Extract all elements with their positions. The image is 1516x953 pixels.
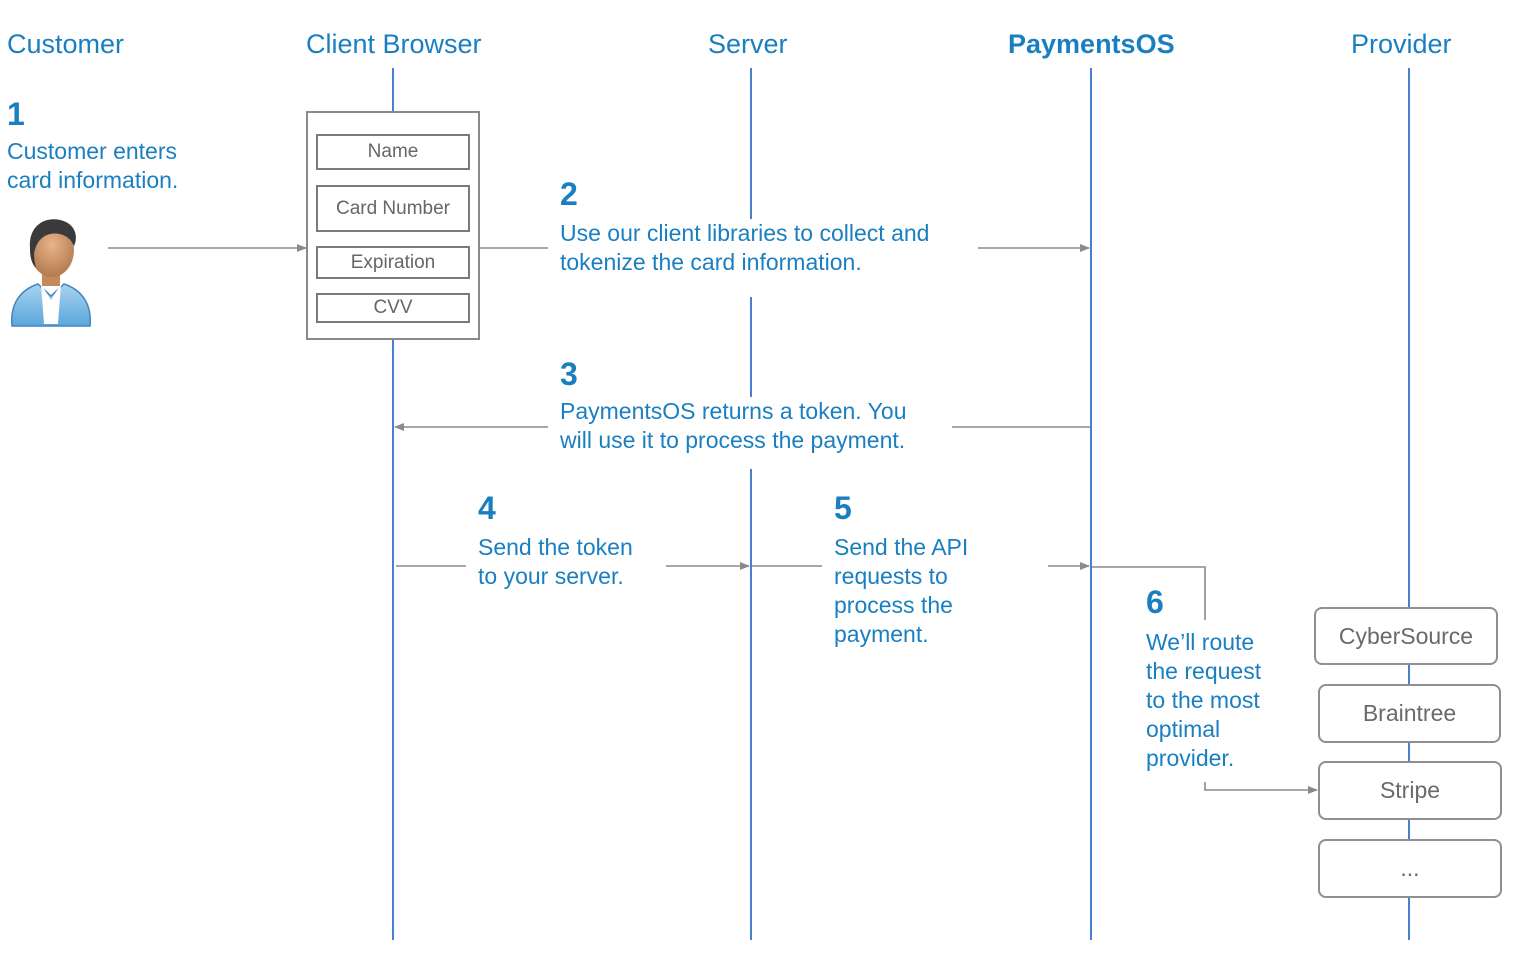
step-2-number: 2 [560,176,578,212]
expiration-field[interactable]: Expiration [316,246,470,279]
step-3-number: 3 [560,356,578,392]
step-5-text: Send the API requests to process the pay… [834,534,969,647]
header-client-browser: Client Browser [306,29,482,59]
provider-cybersource-box: CyberSource [1314,607,1498,665]
cvv-field[interactable]: CVV [316,293,470,323]
step-6-number: 6 [1146,584,1164,620]
card-number-field[interactable]: Card Number [316,185,470,232]
step-2-text: Use our client libraries to collect and … [560,219,960,297]
step-5-number: 5 [834,490,852,526]
header-customer: Customer [7,29,125,59]
lifeline-paymentsos [1090,68,1092,940]
lifeline-server [750,68,752,940]
step-6-text: We’ll route the request to the most opti… [1146,628,1266,773]
provider-braintree-box: Braintree [1318,684,1501,743]
step-1-text: Customer enters card information. [7,138,179,193]
step-1-number: 1 [7,96,25,132]
provider-stripe-box: Stripe [1318,761,1502,820]
header-provider: Provider [1351,29,1452,59]
lifeline-provider [1408,68,1410,940]
name-field[interactable]: Name [316,134,470,170]
lifeline-client-browser [392,68,394,940]
step-4-text: Send the token to your server. [478,534,633,589]
header-server: Server [708,29,788,59]
arrow-step6-bottom [1204,782,1318,794]
provider-more-box: ... [1318,839,1502,898]
arrow-step6-top [1092,566,1206,620]
header-paymentsos: PaymentsOS [1008,29,1175,59]
person-avatar-icon [11,219,91,327]
step-3-text: PaymentsOS returns a token. You will use… [560,397,936,469]
step-4-number: 4 [478,490,496,526]
